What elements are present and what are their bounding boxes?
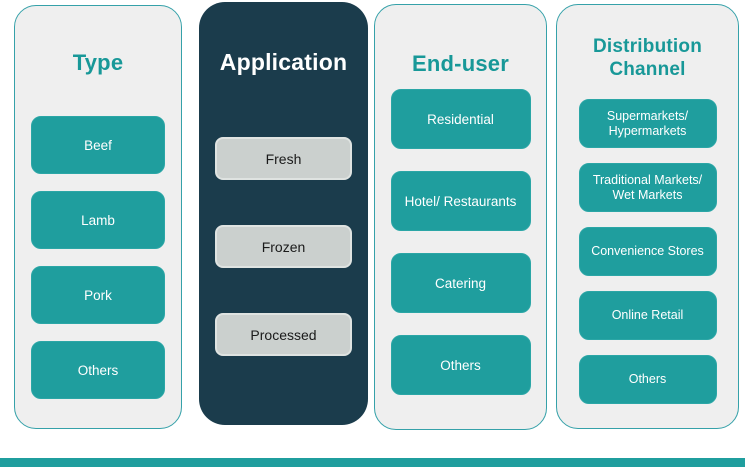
footer-accent-bar	[0, 458, 745, 467]
column-distribution-channel: Distribution Channel Supermarkets/ Hyper…	[556, 4, 739, 429]
column-application: Application Fresh Frozen Processed	[199, 2, 368, 425]
segment-item-frozen: Frozen	[215, 225, 352, 268]
segment-item-hotel-restaurants: Hotel/ Restaurants	[390, 171, 531, 231]
segment-item-residential: Residential	[390, 89, 531, 149]
column-application-items: Fresh Frozen Processed	[199, 137, 368, 356]
segment-item-convenience-stores: Convenience Stores	[578, 227, 717, 276]
segment-item-supermarkets-hypermarkets: Supermarkets/ Hypermarkets	[578, 99, 717, 148]
column-distribution-channel-title: Distribution Channel	[593, 36, 702, 80]
segment-item-traditional-wet-markets: Traditional Markets/ Wet Markets	[578, 163, 717, 212]
column-type: Type Beef Lamb Pork Others	[14, 5, 182, 429]
segment-item-catering: Catering	[390, 253, 531, 313]
column-type-items: Beef Lamb Pork Others	[15, 116, 181, 399]
column-end-user: End-user Residential Hotel/ Restaurants …	[374, 4, 547, 430]
segment-item-processed: Processed	[215, 313, 352, 356]
segment-item-fresh: Fresh	[215, 137, 352, 180]
segment-item-enduser-others: Others	[390, 335, 531, 395]
segment-item-pork: Pork	[31, 266, 165, 324]
column-application-title: Application	[219, 49, 348, 75]
segment-item-type-others: Others	[31, 341, 165, 399]
column-distribution-channel-items: Supermarkets/ Hypermarkets Traditional M…	[557, 99, 738, 404]
column-end-user-items: Residential Hotel/ Restaurants Catering …	[375, 89, 546, 395]
segment-item-distribution-others: Others	[578, 355, 717, 404]
column-type-title: Type	[72, 50, 124, 75]
segment-item-beef: Beef	[31, 116, 165, 174]
segment-item-online-retail: Online Retail	[578, 291, 717, 340]
segment-item-lamb: Lamb	[31, 191, 165, 249]
column-end-user-title: End-user	[412, 51, 509, 76]
